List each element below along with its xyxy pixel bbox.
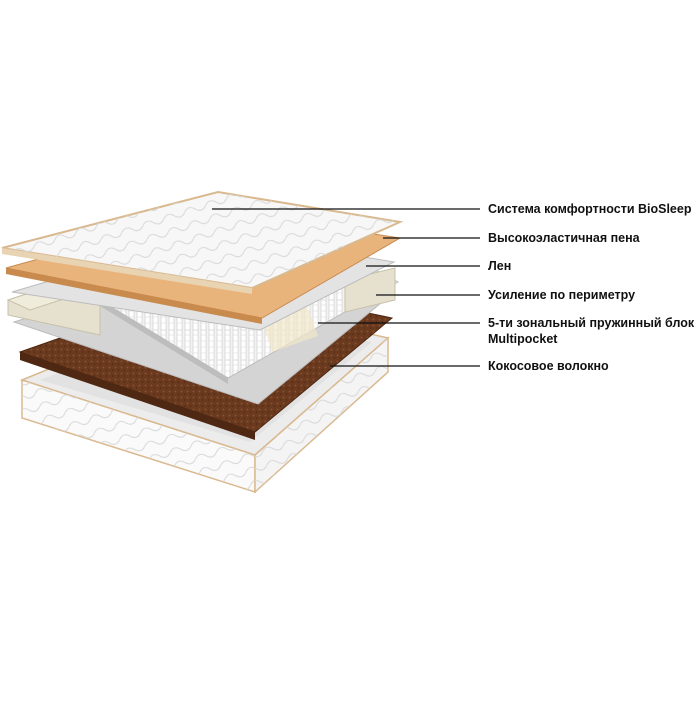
biosleep-cover — [1, 190, 404, 294]
label-springs-line2: Multipocket — [488, 332, 558, 346]
label-linen: Лен — [488, 259, 512, 273]
leader-lines — [212, 208, 480, 367]
label-perimeter: Усиление по периметру — [488, 288, 636, 302]
label-springs: 5-ти зональный пружинный блок — [488, 316, 695, 330]
label-biosleep: Система комфортности BioSleep — [488, 202, 692, 216]
label-coir: Кокосовое волокно — [488, 359, 609, 373]
label-foam: Высокоэластичная пена — [488, 231, 640, 245]
